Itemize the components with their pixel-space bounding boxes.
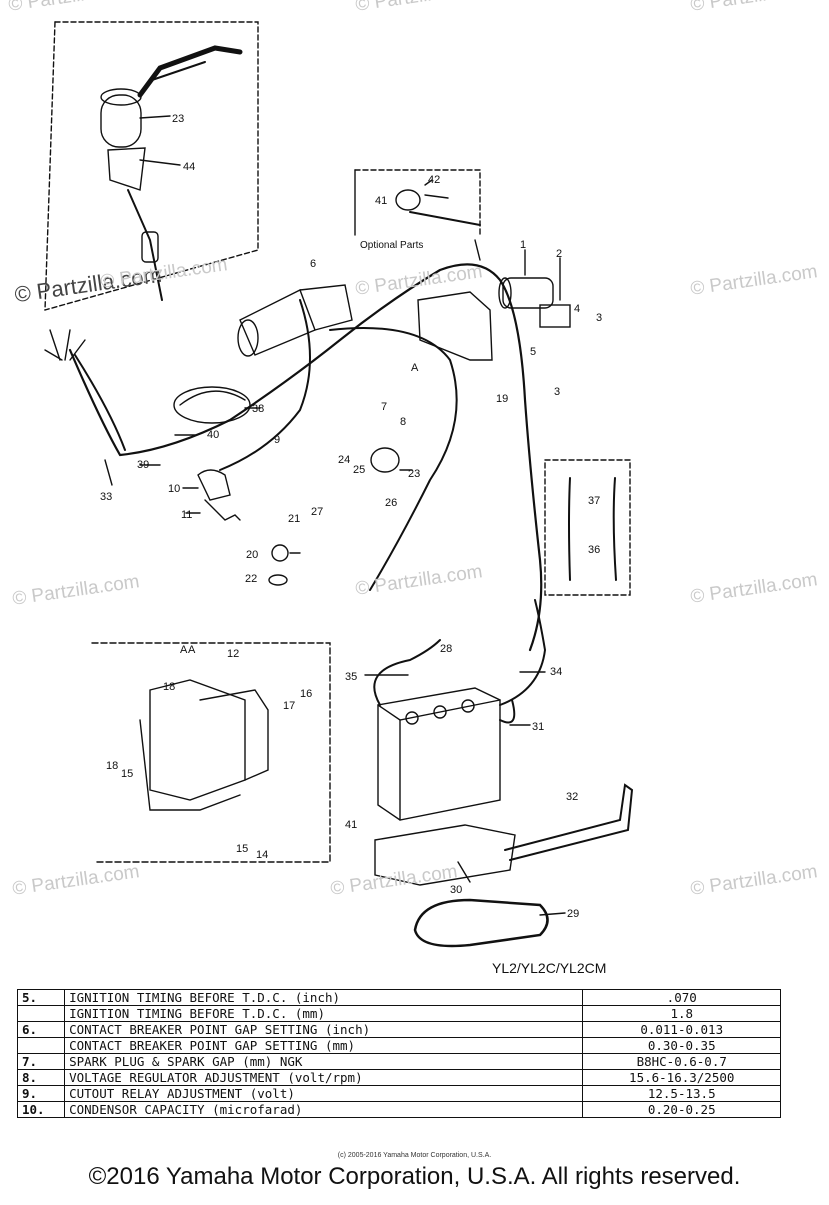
callout-31: 36	[588, 544, 600, 556]
callout-18: 7	[381, 401, 387, 413]
spec-desc: CUTOUT RELAY ADJUSTMENT (volt)	[64, 1085, 584, 1102]
callout-26: 27	[311, 506, 323, 518]
spec-value: 0.20-0.25	[582, 1101, 781, 1118]
callout-20: 19	[496, 393, 508, 405]
spec-row: 8.VOLTAGE REGULATOR ADJUSTMENT (volt/rpm…	[16, 1069, 781, 1086]
callout-38: 15	[121, 768, 133, 780]
spec-num: 5.	[16, 989, 66, 1006]
callout-25: 26	[385, 497, 397, 509]
spec-desc: VOLTAGE REGULATOR ADJUSTMENT (volt/rpm)	[64, 1069, 584, 1086]
spec-num: 8.	[16, 1069, 66, 1086]
callout-23: 25	[353, 464, 365, 476]
spec-num	[16, 1005, 66, 1022]
callout-13: 39	[137, 459, 149, 471]
callout-39: 15	[236, 843, 248, 855]
callout-45: 41	[345, 819, 357, 831]
spec-num: 7.	[16, 1053, 66, 1070]
callout-21: A	[411, 362, 419, 374]
callout-34: 18	[163, 681, 175, 693]
callout-12: 40	[207, 429, 219, 441]
callout-1: 44	[183, 161, 195, 173]
callout-35: 17	[283, 700, 295, 712]
callout-46: 32	[566, 791, 578, 803]
callout-24: 23	[408, 468, 420, 480]
callout-14: 33	[100, 491, 112, 503]
callout-4: 1	[520, 239, 526, 251]
callout-28: 20	[246, 549, 258, 561]
callout-27: 21	[288, 513, 300, 525]
spec-num: 6.	[16, 1021, 66, 1038]
callout-15: 10	[168, 483, 180, 495]
callout-48: 29	[567, 908, 579, 920]
callout-11: 38	[252, 403, 264, 415]
spec-num	[16, 1037, 66, 1054]
callout-22: 24	[338, 454, 350, 466]
callout-44: 31	[532, 721, 544, 733]
copyright-main: ©2016 Yamaha Motor Corporation, U.S.A. A…	[88, 1163, 741, 1190]
spec-value: B8HC-0.6-0.7	[582, 1053, 781, 1070]
spec-row: IGNITION TIMING BEFORE T.D.C. (mm)1.8	[16, 1005, 781, 1022]
callout-19: 8	[400, 416, 406, 428]
callout-41: 35	[345, 671, 357, 683]
callout-40: 14	[256, 849, 268, 861]
spec-desc: IGNITION TIMING BEFORE T.D.C. (inch)	[64, 989, 584, 1006]
callout-47: 30	[450, 884, 462, 896]
spec-value: 15.6-16.3/2500	[582, 1069, 781, 1086]
spec-value: 12.5-13.5	[582, 1085, 781, 1102]
spec-desc: CONDENSOR CAPACITY (microfarad)	[64, 1101, 584, 1118]
spec-desc: CONTACT BREAKER POINT GAP SETTING (mm)	[64, 1037, 584, 1054]
callout-9: 3	[554, 386, 560, 398]
spec-num: 10.	[16, 1101, 66, 1118]
callout-17: 9	[274, 434, 280, 446]
callout-2: 42	[428, 174, 440, 186]
spec-value: 1.8	[582, 1005, 781, 1022]
spec-row: 5.IGNITION TIMING BEFORE T.D.C. (inch).0…	[16, 989, 781, 1006]
spec-value: 0.011-0.013	[582, 1021, 781, 1038]
optional-parts-label: Optional Parts	[360, 240, 423, 251]
callout-10: 6	[310, 258, 316, 270]
callout-3: 41	[375, 195, 387, 207]
callout-6: 4	[574, 303, 580, 315]
spec-row: 10.CONDENSOR CAPACITY (microfarad)0.20-0…	[16, 1101, 781, 1118]
callout-36: 16	[300, 688, 312, 700]
callout-5: 2	[556, 248, 562, 260]
spec-row: 6.CONTACT BREAKER POINT GAP SETTING (inc…	[16, 1021, 781, 1038]
spec-row: 9.CUTOUT RELAY ADJUSTMENT (volt)12.5-13.…	[16, 1085, 781, 1102]
copyright-small: (c) 2005-2016 Yamaha Motor Corporation, …	[337, 1152, 492, 1159]
callout-29: 22	[245, 573, 257, 585]
callout-8: 5	[530, 346, 536, 358]
model-label: YL2/YL2C/YL2CM	[492, 960, 607, 976]
callout-32: 12	[227, 648, 239, 660]
callout-16: 11	[181, 509, 192, 521]
spec-value: .070	[582, 989, 781, 1006]
spec-desc: CONTACT BREAKER POINT GAP SETTING (inch)	[64, 1021, 584, 1038]
specification-table: 5.IGNITION TIMING BEFORE T.D.C. (inch).0…	[16, 989, 781, 1118]
reference-marker-a: A	[180, 644, 188, 656]
callout-42: 28	[440, 643, 452, 655]
spec-desc: IGNITION TIMING BEFORE T.D.C. (mm)	[64, 1005, 584, 1022]
callout-0: 23	[172, 113, 184, 125]
callout-43: 34	[550, 666, 562, 678]
spec-row: CONTACT BREAKER POINT GAP SETTING (mm)0.…	[16, 1037, 781, 1054]
callout-7: 3	[596, 312, 602, 324]
spec-desc: SPARK PLUG & SPARK GAP (mm) NGK	[64, 1053, 584, 1070]
callout-33: A	[188, 644, 196, 656]
callout-37: 18	[106, 760, 118, 772]
spec-value: 0.30-0.35	[582, 1037, 781, 1054]
spec-num: 9.	[16, 1085, 66, 1102]
callout-30: 37	[588, 495, 600, 507]
